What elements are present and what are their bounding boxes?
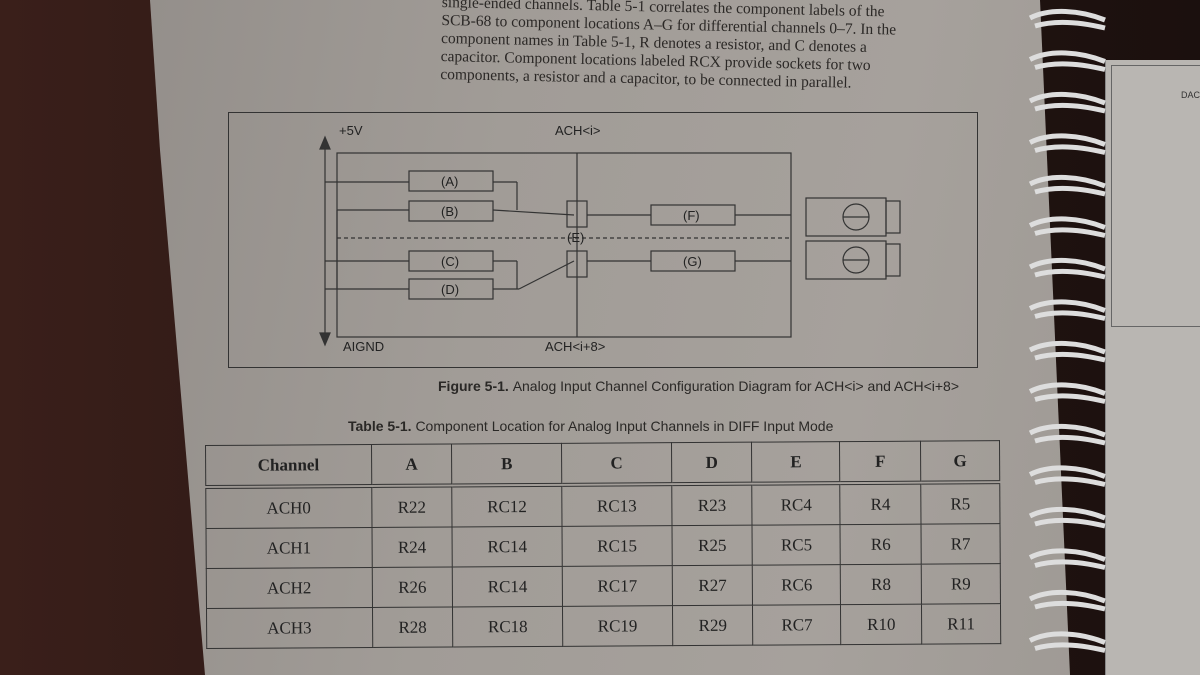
column-header: F: [839, 441, 921, 484]
component-d: (D): [441, 282, 460, 297]
spiral-coil: [1028, 589, 1106, 612]
component-cell: RC15: [562, 525, 673, 567]
dac-label: DAC: [1181, 90, 1200, 100]
spiral-coil: [1028, 340, 1106, 363]
plus-5v-label: +5V: [339, 123, 363, 138]
spiral-coil: [1028, 423, 1106, 446]
component-cell: R27: [672, 565, 753, 606]
figure-caption: Figure 5-1. Analog Input Channel Configu…: [438, 378, 959, 394]
channel-cell: ACH2: [206, 567, 373, 609]
component-cell: R23: [671, 483, 753, 526]
component-cell: RC14: [452, 566, 563, 607]
component-cell: RC12: [452, 484, 563, 527]
component-cell: RC18: [452, 606, 563, 647]
spiral-coil: [1028, 50, 1106, 72]
column-header: E: [751, 441, 841, 484]
channel-cell: ACH3: [206, 607, 373, 649]
facing-page: DAC: [1105, 60, 1200, 675]
column-header: D: [671, 442, 753, 485]
spiral-coil: [1028, 216, 1106, 238]
component-b: (B): [441, 204, 459, 219]
table-caption-text: Component Location for Analog Input Chan…: [415, 418, 834, 434]
component-cell: RC6: [752, 564, 841, 606]
component-f: (F): [683, 208, 700, 223]
component-cell: R4: [840, 482, 921, 525]
ach-i8-label: ACH<i+8>: [545, 339, 606, 354]
component-cell: R10: [840, 604, 922, 645]
circuit-diagram: +5V ACH<i> AIGND ACH<i+8> (A) (B) (C) (D…: [228, 112, 978, 368]
spiral-coil: [1028, 299, 1106, 321]
table-caption-label: Table 5-1.: [348, 418, 412, 434]
spiral-coil: [1028, 174, 1106, 197]
spiral-coil: [1028, 506, 1106, 529]
component-cell: R5: [920, 482, 1000, 525]
component-cell: R6: [840, 524, 922, 565]
component-cell: RC5: [752, 524, 841, 566]
component-cell: R8: [840, 564, 922, 605]
spiral-coil: [1028, 631, 1106, 653]
component-cell: RC17: [562, 565, 673, 607]
column-header: A: [371, 443, 453, 486]
aignd-label: AIGND: [343, 339, 385, 354]
spiral-coil: [1028, 382, 1106, 404]
component-cell: R22: [371, 485, 453, 528]
column-header: B: [451, 443, 562, 486]
figure-caption-label: Figure 5-1.: [438, 378, 509, 394]
spiral-coil: [1028, 8, 1106, 31]
spiral-coil: [1028, 548, 1106, 570]
component-cell: R11: [921, 603, 1001, 645]
component-cell: R7: [920, 523, 1001, 565]
component-cell: R29: [672, 605, 754, 646]
component-cell: RC7: [752, 604, 842, 646]
component-cell: RC14: [452, 526, 563, 567]
body-paragraph: single-ended channels. Table 5-1 correla…: [440, 0, 1002, 96]
column-header: Channel: [205, 444, 372, 487]
component-cell: R24: [371, 526, 453, 568]
column-header: G: [920, 440, 1000, 483]
component-cell: R28: [372, 606, 454, 648]
table-caption: Table 5-1. Component Location for Analog…: [348, 418, 833, 434]
spiral-coil: [1028, 465, 1106, 487]
component-cell: R9: [921, 563, 1001, 605]
component-cell: RC19: [562, 605, 673, 647]
component-cell: RC13: [561, 484, 672, 527]
component-cell: R26: [371, 566, 453, 608]
component-cell: RC4: [752, 483, 841, 526]
component-c: (C): [441, 254, 460, 269]
ach-i-label: ACH<i>: [555, 123, 601, 138]
figure-caption-text: Analog Input Channel Configuration Diagr…: [512, 378, 960, 394]
channel-cell: ACH1: [206, 527, 372, 569]
component-e: (E): [567, 230, 585, 245]
component-cell: R25: [671, 525, 753, 566]
column-header: C: [561, 442, 672, 485]
spiral-coil: [1028, 91, 1106, 114]
component-a: (A): [441, 174, 459, 189]
channel-cell: ACH0: [205, 485, 372, 529]
component-g: (G): [683, 254, 702, 269]
spiral-binding: [1028, 8, 1106, 653]
spiral-coil: [1028, 257, 1106, 280]
spiral-coil: [1028, 133, 1106, 155]
